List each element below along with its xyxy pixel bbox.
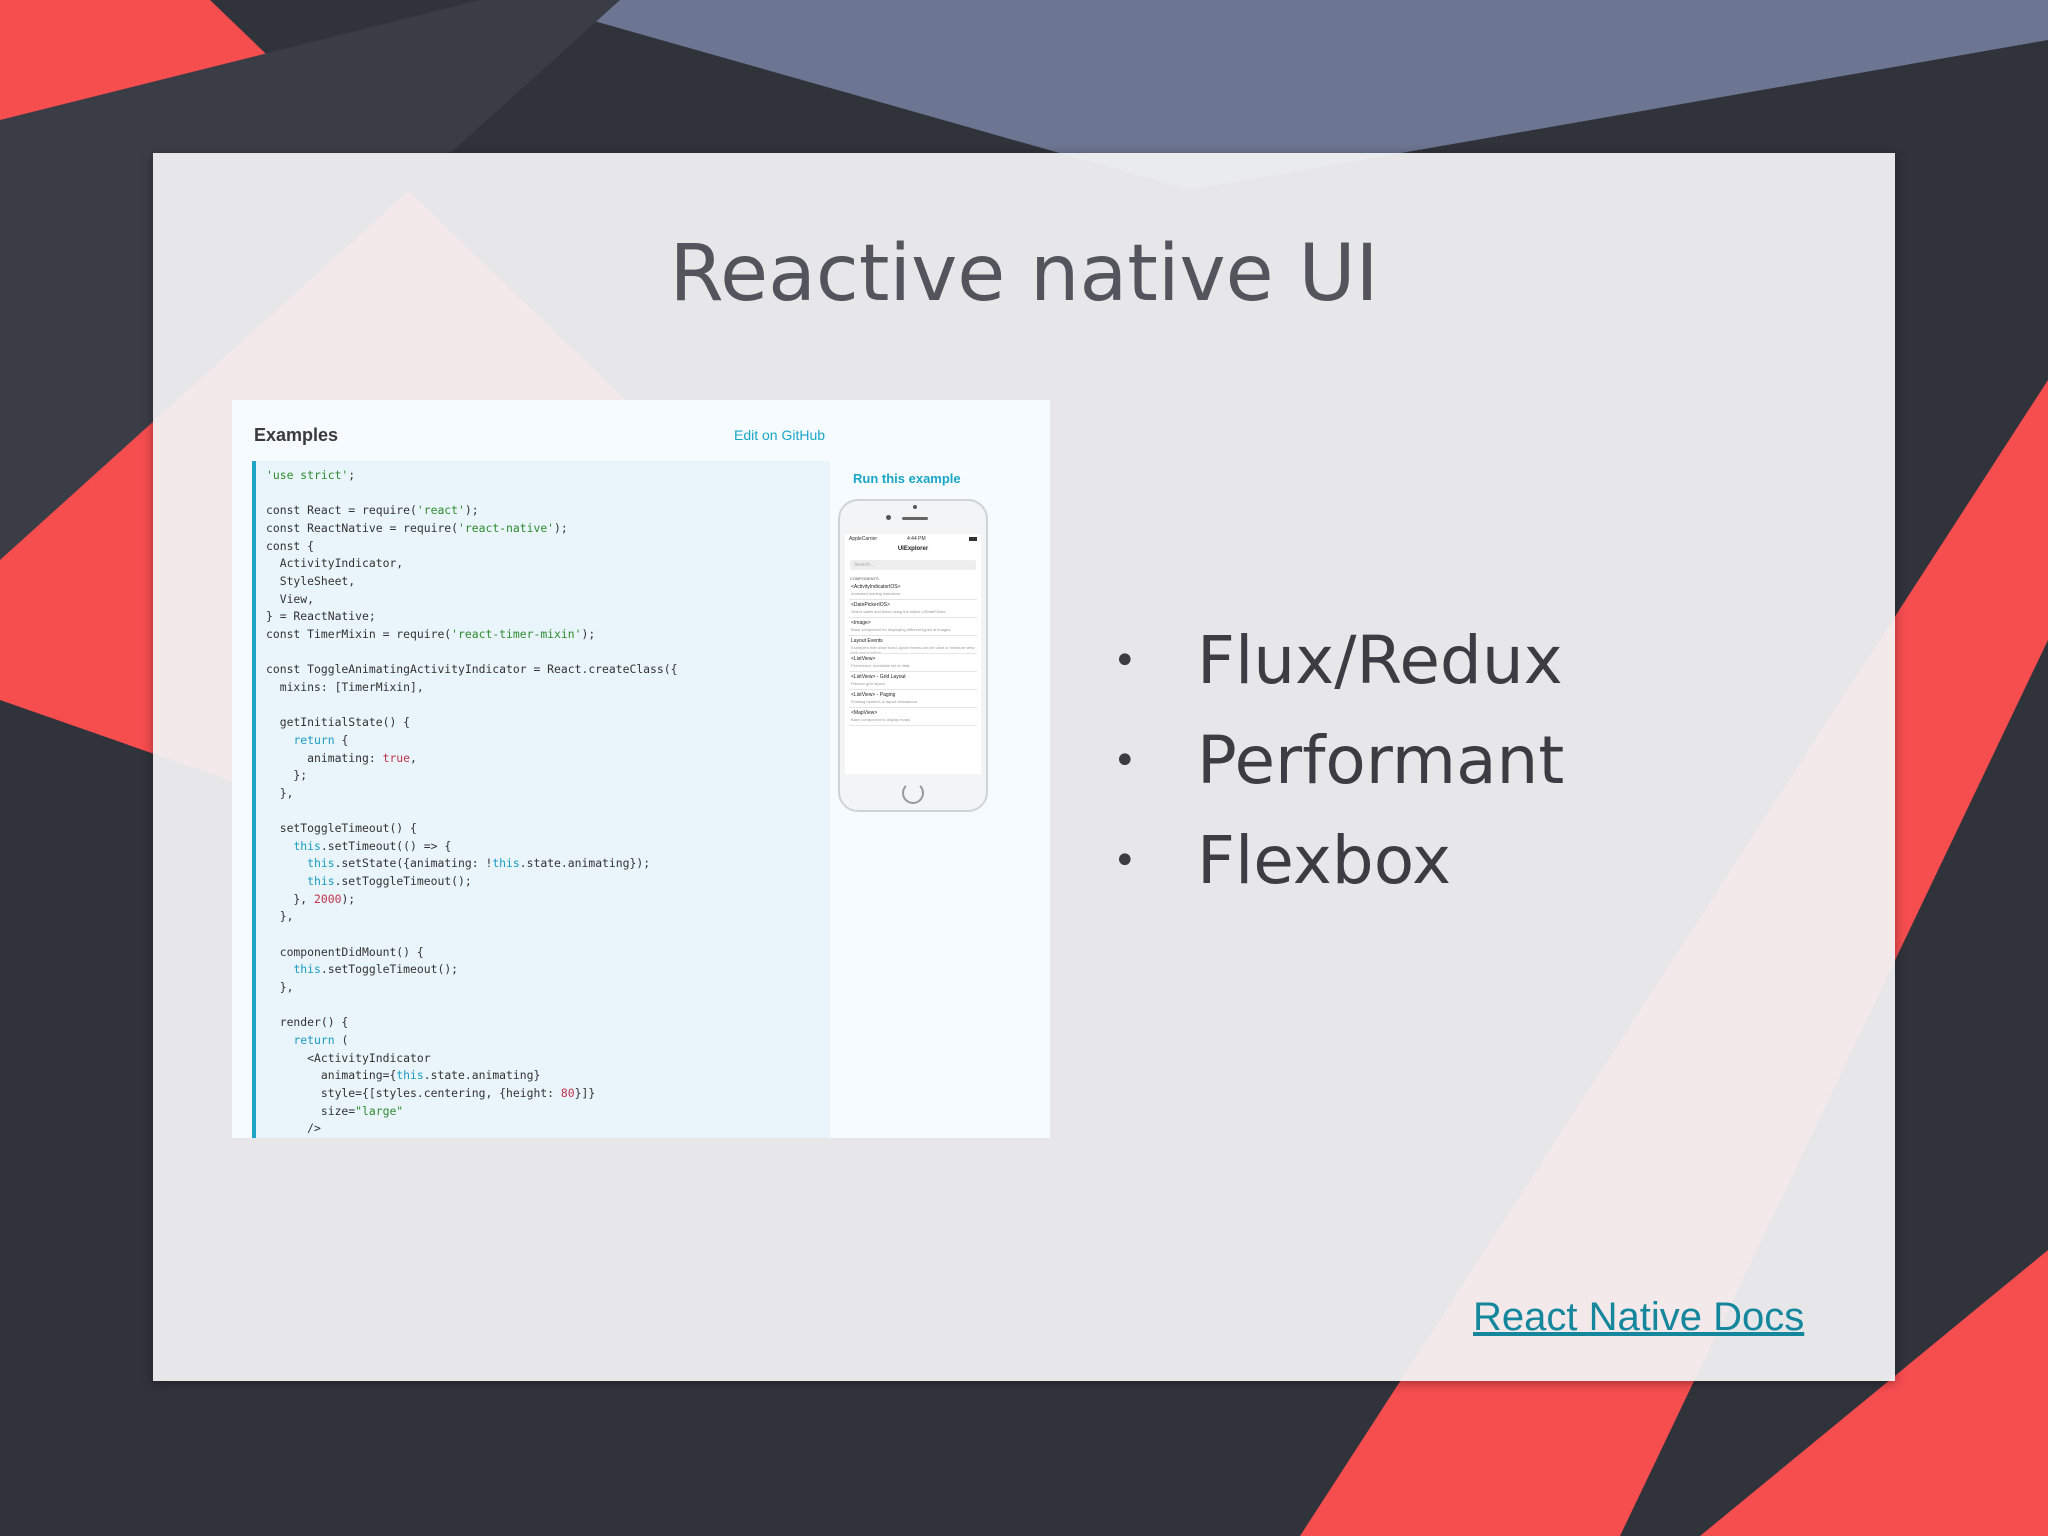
list-item-title: Layout Events — [851, 638, 883, 644]
code-panel: 'use strict'; const React = require('rea… — [252, 461, 830, 1138]
code-line: size="large" — [266, 1103, 404, 1118]
app-section-label: COMPONENTS — [850, 576, 879, 581]
code-line: StyleSheet, — [266, 573, 356, 588]
list-item[interactable]: <ListView>Performant, scrollable list of… — [849, 654, 977, 672]
code-line: return { — [293, 732, 349, 747]
list-item[interactable]: <Image>Base component for displaying dif… — [849, 618, 977, 636]
speaker-icon — [902, 517, 928, 520]
clock-label: 4:44 PM — [907, 536, 926, 542]
list-item[interactable]: <DatePickerIOS>Select dates and times us… — [849, 600, 977, 618]
code-line: this.setTimeout(() => { — [293, 838, 452, 853]
list-item-desc: Floating headers & layout animations. — [851, 699, 918, 704]
bullet-item-flexbox: Flexbox — [1113, 811, 1564, 911]
bullet-list: Flux/Redux Performant Flexbox — [1113, 611, 1564, 911]
code-line: }, 2000); — [266, 891, 356, 906]
code-line: <ActivityIndicator — [266, 1050, 431, 1065]
app-search-input[interactable]: Search... — [850, 560, 976, 570]
code-line: setToggleTimeout() { — [266, 821, 417, 836]
app-title: UIExplorer — [897, 546, 929, 552]
bullet-item-performant: Performant — [1113, 711, 1564, 811]
list-item-title: <DatePickerIOS> — [851, 602, 890, 608]
code-line: }, — [266, 909, 294, 924]
phone-screen: AppleCarrier 4:44 PM UIExplorer Search..… — [845, 534, 981, 774]
run-example-link[interactable]: Run this example — [853, 471, 961, 486]
list-item-desc: Base component for displaying different … — [851, 627, 952, 632]
slide-title: Reactive native UI — [669, 229, 1379, 319]
code-line: }, — [266, 785, 294, 800]
code-line: this.setToggleTimeout(); — [307, 874, 472, 889]
code-line: animating: true, — [266, 750, 417, 765]
code-line: const React = require('react'); — [266, 503, 479, 518]
code-block: 'use strict'; const React = require('rea… — [266, 467, 677, 1138]
code-line: const ReactNative = require('react-nativ… — [266, 520, 568, 535]
status-bar: AppleCarrier 4:44 PM — [845, 536, 981, 544]
docs-heading: Examples — [254, 425, 339, 445]
code-line: const { — [266, 538, 315, 553]
home-button-icon — [902, 782, 924, 804]
list-item-title: <ListView> — [851, 656, 876, 662]
battery-icon — [969, 537, 977, 541]
code-line: mixins: [TimerMixin], — [266, 679, 424, 694]
code-line: const TimerMixin = require('react-timer-… — [266, 626, 596, 641]
list-item-desc: Base component to display maps. — [851, 717, 912, 722]
code-line: /> — [266, 1121, 321, 1136]
lens-icon — [886, 515, 891, 520]
code-line: }, — [266, 980, 294, 995]
list-item-desc: Flexbox grid layout. — [851, 681, 886, 686]
list-item-desc: Animated loading indicators. — [851, 591, 902, 596]
code-line: style={[styles.centering, {height: 80}]} — [266, 1085, 596, 1100]
list-item[interactable]: <MapView>Base component to display maps. — [849, 708, 977, 726]
react-native-docs-link[interactable]: React Native Docs — [1473, 1295, 1805, 1339]
code-line: animating={this.state.animating} — [266, 1068, 541, 1083]
list-item-title: <ActivityIndicatorIOS> — [851, 584, 901, 590]
phone-preview: AppleCarrier 4:44 PM UIExplorer Search..… — [838, 499, 988, 812]
list-item-desc: Performant, scrollable list of data. — [851, 663, 911, 668]
code-line: }; — [266, 768, 308, 783]
list-item-desc: Select dates and times using the native … — [851, 609, 947, 614]
list-item-title: <Image> — [851, 620, 871, 626]
code-line: 'use strict'; — [266, 468, 356, 482]
carrier-label: AppleCarrier — [849, 536, 878, 542]
code-line: const ToggleAnimatingActivityIndicator =… — [266, 662, 678, 677]
edit-on-github-link[interactable]: Edit on GitHub — [734, 427, 826, 443]
list-item-title: <MapView> — [851, 710, 878, 716]
slide: Reactive native UI Examples Edit on GitH… — [153, 153, 1895, 1381]
code-line: componentDidMount() { — [266, 944, 424, 959]
code-line: ActivityIndicator, — [266, 556, 404, 571]
camera-icon — [913, 505, 917, 509]
list-item[interactable]: <ActivityIndicatorIOS>Animated loading i… — [849, 582, 977, 600]
app-component-list: <ActivityIndicatorIOS>Animated loading i… — [849, 582, 977, 726]
code-line: View, — [266, 591, 315, 606]
code-line: getInitialState() { — [266, 715, 411, 730]
bullet-item-flux-redux: Flux/Redux — [1113, 611, 1564, 711]
list-item-desc: Examples that show how Layout events can… — [851, 645, 975, 654]
list-item-title: <ListView> - Paging — [851, 692, 896, 698]
list-item-title: <ListView> - Grid Layout — [851, 674, 906, 680]
code-line: this.setState({animating: !this.state.an… — [307, 856, 651, 871]
code-line: } = ReactNative; — [266, 609, 376, 624]
code-line: render() { — [266, 1015, 349, 1030]
code-line: return ( — [293, 1033, 349, 1047]
code-line: this.setToggleTimeout(); — [293, 962, 459, 977]
docs-screenshot: Examples Edit on GitHub 'use strict'; co… — [232, 400, 1050, 1138]
